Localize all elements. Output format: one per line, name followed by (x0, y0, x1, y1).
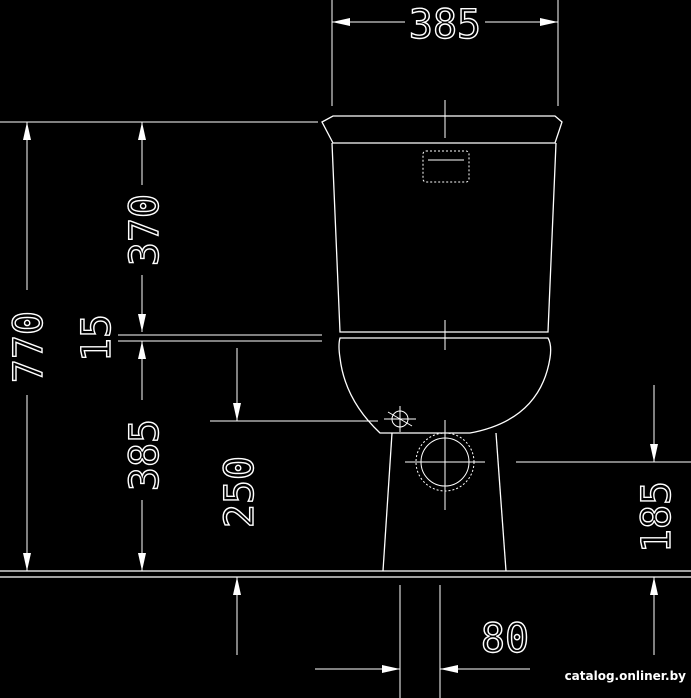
dim-label-total-height: 770 (6, 311, 52, 383)
dim-bowl-height: 385 (121, 341, 169, 571)
dim-total-height: 770 (0, 121, 318, 571)
dim-inlet-height: 250 (210, 348, 378, 655)
dim-label-bowl-height: 385 (122, 419, 168, 491)
toilet-outline (321, 100, 563, 572)
dim-gap: 15 (73, 313, 322, 363)
dim-top-width: 385 (331, 0, 559, 106)
floor-line (0, 570, 691, 578)
dim-label-inlet-height: 250 (217, 456, 263, 528)
dim-label-tank-height: 370 (122, 194, 168, 266)
dim-tank-height: 370 (121, 122, 169, 332)
dim-label-outlet-offset: 80 (481, 616, 529, 662)
watermark: catalog.onliner.by (565, 669, 687, 683)
dim-label-top-width: 385 (409, 2, 481, 48)
dim-outlet-height: 185 (516, 385, 691, 655)
dim-outlet-offset: 80 (315, 585, 530, 698)
dim-label-gap: 15 (74, 314, 120, 362)
dim-label-outlet-height: 185 (634, 481, 680, 553)
